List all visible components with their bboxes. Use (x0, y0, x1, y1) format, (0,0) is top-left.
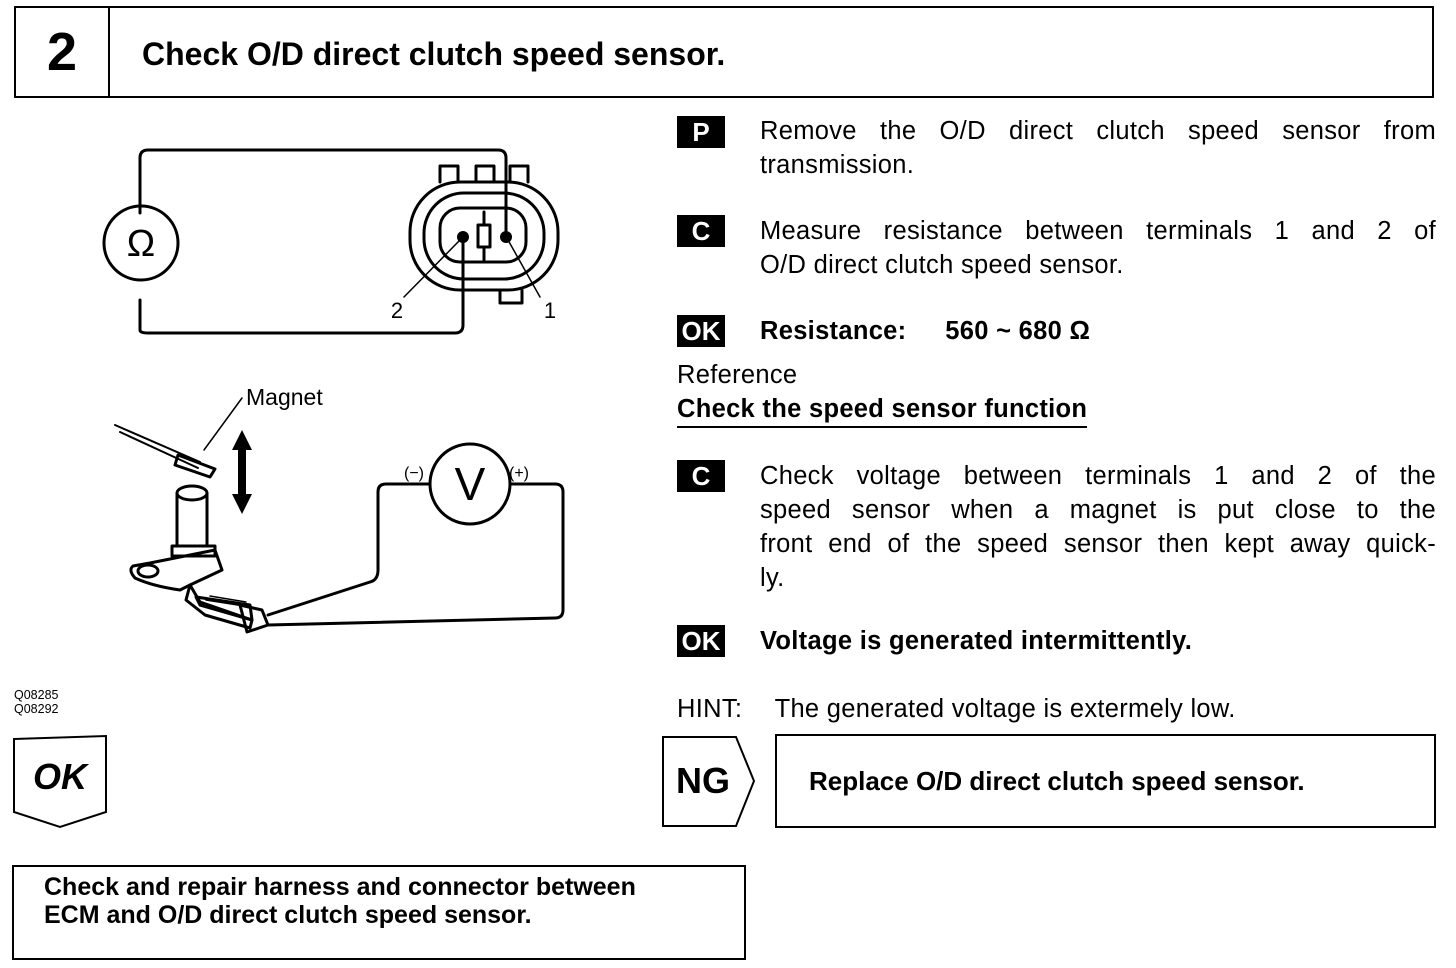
text-line: ECM and O/D direct clutch speed sensor. (44, 901, 532, 929)
step-title: Check O/D direct clutch speed sensor. (142, 36, 726, 72)
connector-icon (408, 164, 560, 305)
reference-label: Reference (677, 361, 798, 389)
voltmeter-symbol: V (455, 458, 486, 510)
up-down-arrow-icon (232, 430, 252, 514)
magnet-label: Magnet (246, 384, 323, 410)
ohmmeter-icon (102, 204, 180, 282)
ng-action-text: Replace O/D direct clutch speed sensor. (809, 766, 1305, 796)
step-instruction: Check voltage between terminals 1 and 2 … (760, 459, 1436, 595)
text-line: transmission. (760, 151, 915, 179)
positive-label: (+) (509, 465, 529, 482)
text-line: speed sensor when a magnet is put close … (760, 496, 1436, 524)
step-number: 2 (16, 8, 110, 96)
figure-id: Q08292 (14, 702, 59, 716)
terminal-2-dot (457, 231, 469, 243)
next-action-text: Check and repair harness and connector b… (44, 873, 636, 929)
voltmeter-circuit (266, 482, 565, 627)
reference-heading: Check the speed sensor function (677, 392, 1088, 428)
ng-label: NG (676, 760, 730, 801)
step-header: 2 Check O/D direct clutch speed sensor. (14, 6, 1434, 98)
figure-id: Q08285 (14, 688, 59, 702)
next-action-box: Check and repair harness and connector b… (12, 865, 746, 960)
hint: HINT: The generated voltage is extermely… (677, 692, 1236, 726)
speed-sensor-icon (129, 484, 270, 634)
magnet-icon (114, 397, 243, 479)
ng-arrow-box (662, 736, 756, 827)
text-line: Measure resistance between terminals 1 a… (760, 217, 1436, 245)
voltage-result: Voltage is generated intermittently. (760, 627, 1193, 655)
step-instruction: Remove the O/D direct clutch speed senso… (760, 114, 1436, 182)
step-tag-c: C (677, 215, 725, 247)
ok-arrow-box (13, 734, 107, 829)
resistance-spec: Resistance: 560 ~ 680 Ω (760, 314, 1090, 348)
step-tag-c: C (677, 460, 725, 492)
ohmmeter-symbol: Ω (127, 223, 155, 265)
ohmmeter-circuit (138, 148, 508, 335)
resistance-value: 560 ~ 680 Ω (945, 317, 1091, 345)
figure-ids: Q08285 Q08292 (14, 688, 58, 716)
ng-action-box: Replace O/D direct clutch speed sensor. (775, 734, 1436, 828)
hint-text: The generated voltage is extermely low. (774, 695, 1236, 723)
voltmeter-icon (428, 442, 512, 526)
terminal-1-label: 1 (544, 298, 556, 323)
step-tag-p: P (677, 116, 725, 148)
text-line: Remove the O/D direct clutch speed senso… (760, 117, 1436, 145)
terminal-1-dot (500, 231, 512, 243)
ok-tag: OK (677, 315, 725, 347)
terminal-2-label: 2 (391, 298, 403, 323)
hint-label: HINT: (677, 695, 743, 723)
text-line: front end of the speed sensor then kept … (760, 530, 1436, 558)
negative-label: (−) (404, 465, 424, 482)
text-line: O/D direct clutch speed sensor. (760, 251, 1124, 279)
wiring-diagram: Ω V 2 1 Magnet (−) (+) (102, 148, 565, 634)
text-line: Check voltage between terminals 1 and 2 … (760, 462, 1436, 490)
text-line: ly. (760, 564, 785, 592)
step-instruction: Measure resistance between terminals 1 a… (760, 214, 1436, 282)
ok-tag: OK (677, 625, 725, 657)
ok-nav-label: OK (33, 756, 87, 797)
resistance-label: Resistance: (760, 317, 907, 345)
text-line: Check and repair harness and connector b… (44, 873, 636, 901)
